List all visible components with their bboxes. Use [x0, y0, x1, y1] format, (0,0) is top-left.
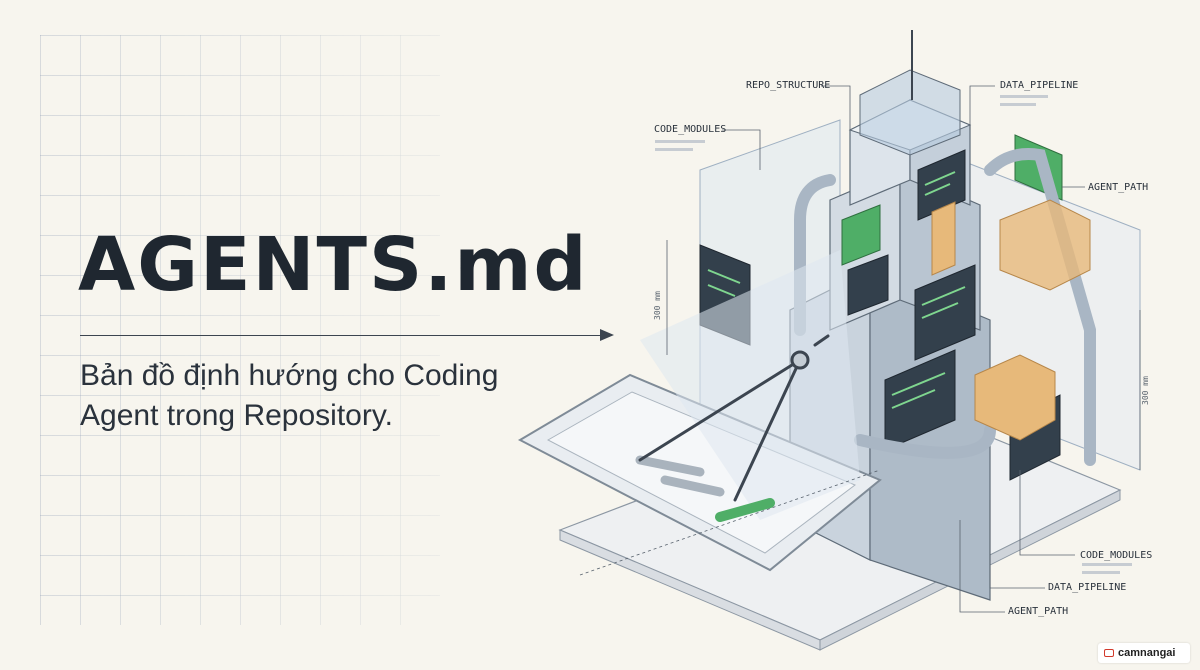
subtitle-line-1: Bản đồ định hướng cho Coding [80, 359, 499, 392]
watermark-badge: camnangai [1098, 643, 1190, 663]
page-title: AGENTS.md [78, 222, 589, 308]
label-agent-path-top: AGENT_PATH [1088, 182, 1148, 193]
label-data-pipeline-top: DATA_PIPELINE [1000, 80, 1078, 91]
logo-icon [1104, 649, 1114, 657]
blueprint-grid [40, 35, 440, 625]
label-code-modules-bottom: CODE_MODULES [1080, 550, 1152, 561]
page-subtitle: Bản đồ định hướng cho Coding Agent trong… [80, 356, 540, 436]
cargo-boxes [931, 199, 1091, 441]
label-agent-path-bottom: AGENT_PATH [1008, 606, 1068, 617]
divider-arrow-icon [600, 329, 614, 341]
title-divider [80, 335, 608, 336]
label-code-modules-top: CODE_MODULES [654, 124, 726, 135]
drafting-compass-icon [638, 334, 830, 502]
dimension-right: 300 mm [1141, 376, 1150, 405]
blueprint-tablet [517, 250, 882, 572]
pipes [794, 148, 1096, 466]
dimension-left: 300 mm [653, 291, 662, 320]
label-repo-structure: REPO_STRUCTURE [746, 80, 830, 91]
watermark-text: camnangai [1118, 647, 1176, 659]
subtitle-line-2: Agent trong Repository. [80, 399, 393, 432]
label-data-pipeline-bottom: DATA_PIPELINE [1048, 582, 1126, 593]
